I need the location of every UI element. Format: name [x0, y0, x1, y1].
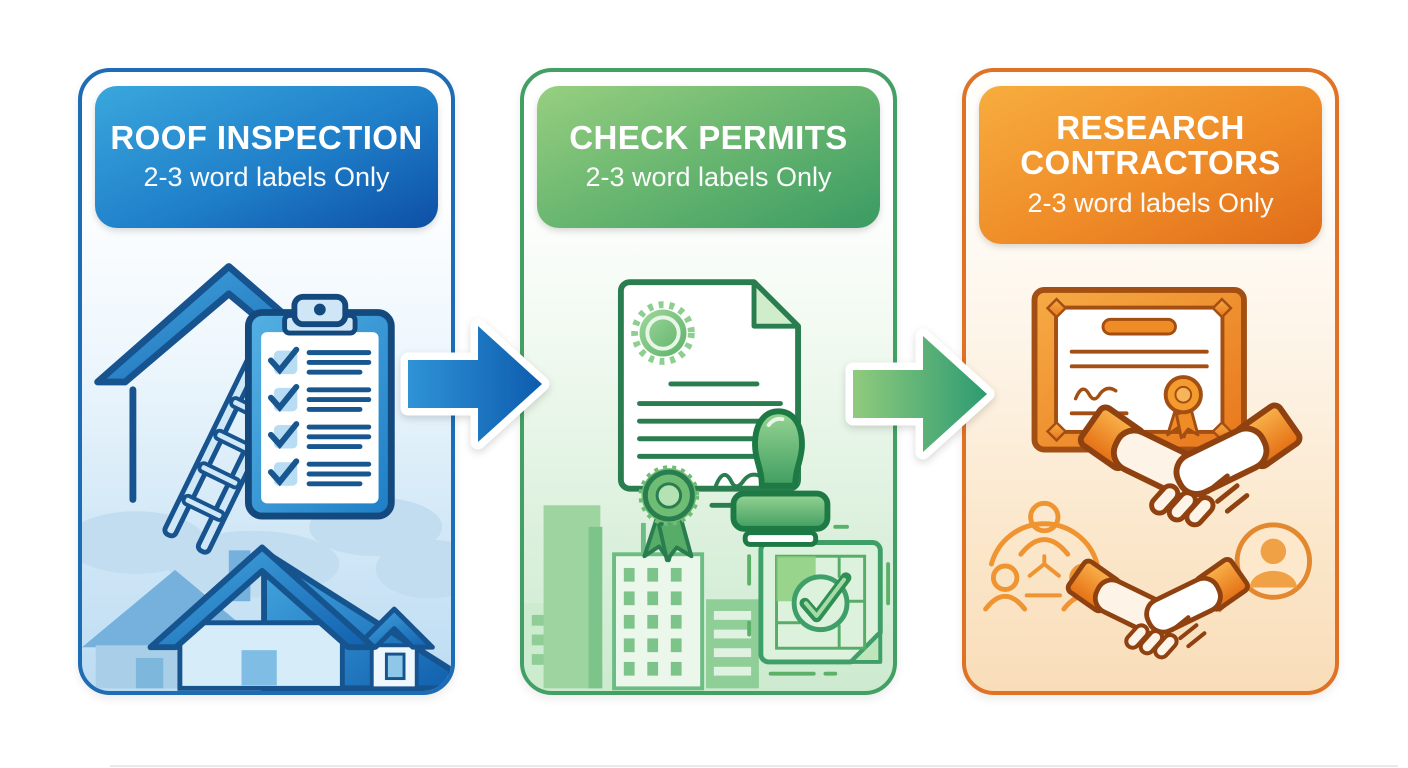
rosette-ribbon-icon: [1163, 375, 1203, 440]
panel-header-roof-inspection: ROOF INSPECTION 2-3 word labels Only: [95, 86, 438, 228]
bottom-hairline: [110, 765, 1398, 767]
checklist-clipboard-icon: [244, 293, 395, 520]
city-buildings-icon: [524, 505, 759, 691]
panel-header-check-permits: CHECK PERMITS 2-3 word labels Only: [537, 86, 880, 228]
panel-subtitle: 2-3 word labels Only: [585, 162, 832, 193]
panel-subtitle: 2-3 word labels Only: [1027, 187, 1274, 218]
approved-blueprint-icon: [747, 524, 891, 676]
avatar-circle-icon: [1217, 522, 1312, 613]
certificate-icon: [1031, 287, 1247, 453]
panel-roof-inspection: ROOF INSPECTION 2-3 word labels Only: [78, 68, 455, 695]
rosette-ribbon-icon: [638, 465, 700, 563]
flow-arrow-2: [845, 328, 995, 460]
panel-header-research-contractors: RESEARCH CONTRACTORS 2-3 word labels Onl…: [979, 86, 1322, 244]
panel-subtitle: 2-3 word labels Only: [143, 162, 390, 193]
seal-icon: [631, 301, 695, 365]
handshake-icon: [1066, 557, 1250, 660]
panel-title: RESEARCH CONTRACTORS: [1020, 109, 1281, 181]
panel-research-contractors: RESEARCH CONTRACTORS 2-3 word labels Onl…: [962, 68, 1339, 695]
neighborhood-houses-icon: [82, 544, 451, 691]
panel-title: CHECK PERMITS: [569, 118, 848, 156]
research-contractors-art: [983, 287, 1312, 691]
flow-arrow-1: [400, 318, 550, 450]
approval-stamp-icon: [730, 408, 831, 547]
panel-check-permits: CHECK PERMITS 2-3 word labels Only: [520, 68, 897, 695]
check-permits-art: [524, 279, 891, 691]
roof-inspection-art: [82, 263, 451, 691]
panel-title: ROOF INSPECTION: [110, 118, 423, 156]
